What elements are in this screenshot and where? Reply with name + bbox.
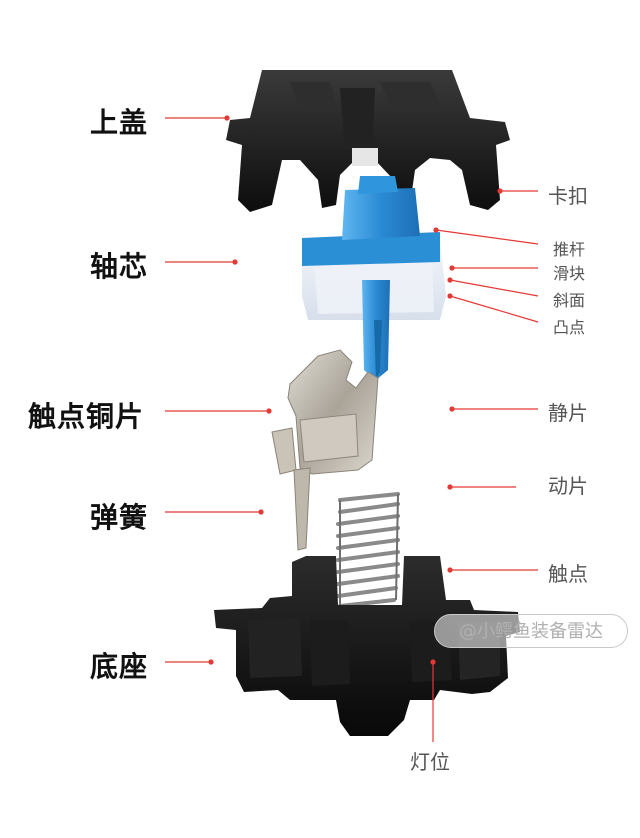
label-spring: 弹簧 bbox=[90, 501, 149, 534]
leader-lines bbox=[165, 115, 539, 742]
leader-line-stem-pole bbox=[435, 229, 539, 245]
label-static-leaf: 静片 bbox=[548, 401, 588, 425]
label-bottom-housing: 底座 bbox=[90, 650, 149, 683]
label-stem: 轴芯 bbox=[90, 250, 149, 283]
label-clip: 卡扣 bbox=[548, 184, 588, 208]
leader-line-slope bbox=[449, 279, 539, 297]
label-slope: 斜面 bbox=[553, 291, 586, 310]
leader-line-bump bbox=[449, 295, 539, 323]
label-moving-leaf: 动片 bbox=[548, 474, 588, 498]
label-contact-point: 触点 bbox=[548, 562, 588, 586]
label-led-slot: 灯位 bbox=[410, 750, 450, 774]
label-top-housing: 上盖 bbox=[90, 106, 149, 139]
label-stem-pole: 推杆 bbox=[553, 240, 586, 259]
label-bump: 凸点 bbox=[553, 318, 586, 337]
top-housing bbox=[226, 70, 510, 212]
label-slider: 滑块 bbox=[553, 264, 586, 283]
contact-copper-leaf bbox=[271, 349, 379, 551]
bottom-housing bbox=[214, 556, 520, 736]
stem bbox=[302, 176, 446, 380]
spring bbox=[336, 492, 400, 608]
watermark: @小鳄鱼装备雷达 bbox=[434, 614, 628, 648]
label-contact-leaf: 触点铜片 bbox=[28, 400, 145, 433]
